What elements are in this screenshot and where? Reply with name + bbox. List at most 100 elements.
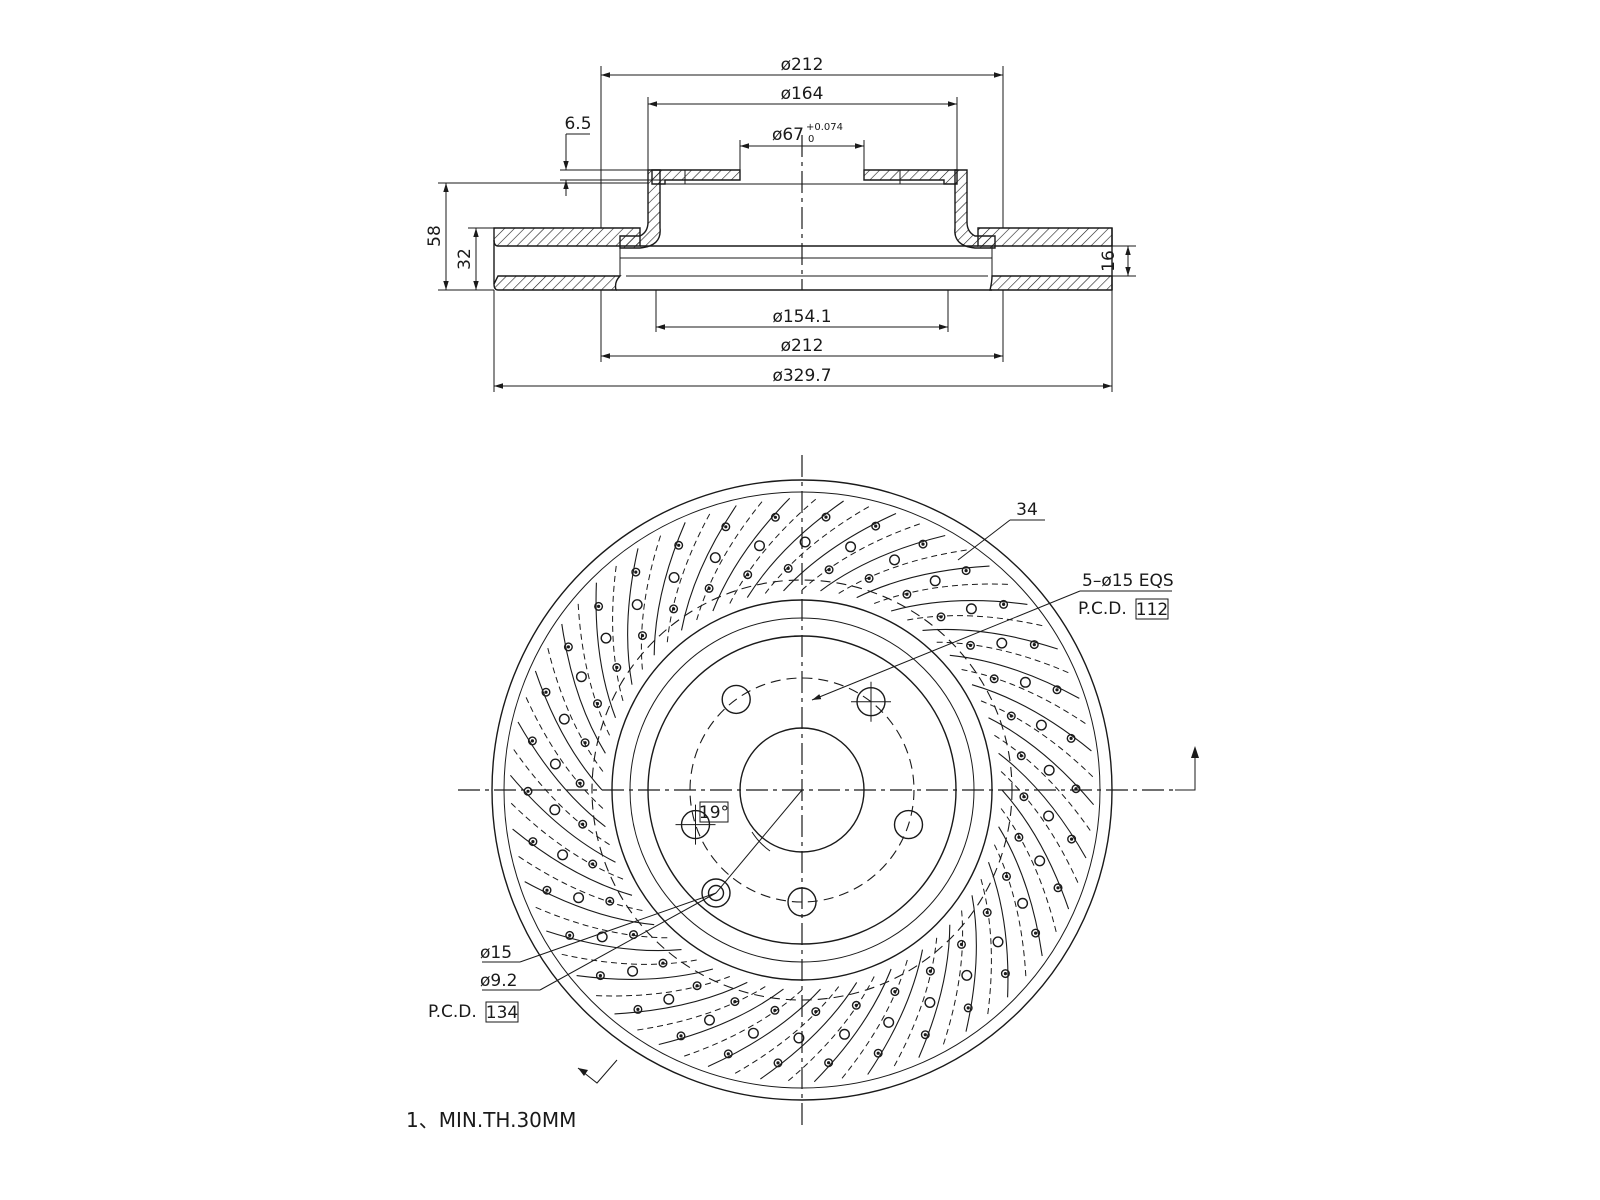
disc-outer-edge — [491, 479, 1113, 1101]
drill-hole-center — [968, 643, 973, 648]
drill-hole-center — [595, 702, 600, 706]
drill-hole — [1043, 810, 1055, 822]
brake-slot — [640, 534, 662, 670]
drill-hole — [773, 1058, 783, 1068]
brake-slot — [696, 500, 764, 621]
brake-slot — [509, 801, 624, 880]
rotor-plate-top-right — [977, 227, 1113, 247]
dim-overall-height: 58 — [425, 225, 445, 247]
drill-hole — [963, 1003, 973, 1013]
drill-hole — [936, 612, 946, 622]
drill-hole-center — [568, 933, 572, 938]
brake-slot — [512, 828, 633, 896]
brake-slot — [534, 906, 668, 939]
brake-slot — [998, 826, 1043, 957]
section-marker-right — [1175, 752, 1196, 791]
drill-hole — [883, 1016, 895, 1028]
dim-bore-diameter: ø67 — [772, 125, 804, 145]
drill-hole-center — [1009, 714, 1013, 718]
bolt-hole-group — [675, 681, 924, 917]
drill-hole-center — [695, 984, 699, 988]
brake-slot — [594, 976, 730, 997]
brake-slot — [918, 924, 951, 1058]
brake-slot — [635, 986, 766, 1031]
brake-slot — [838, 549, 969, 594]
drill-hole-center — [1074, 787, 1078, 791]
drill-hole — [1052, 685, 1062, 695]
drill-hole — [871, 521, 881, 531]
slot-group — [509, 497, 1095, 1083]
drill-hole — [918, 539, 928, 549]
drill-hole-center — [733, 1000, 737, 1004]
brake-slot — [874, 583, 1010, 604]
brake-slot — [801, 522, 922, 591]
drill-hole-center — [867, 576, 871, 581]
drill-hole-center — [631, 933, 636, 937]
brake-slot — [856, 565, 990, 599]
drill-hole — [957, 939, 967, 949]
section-view: ø212 ø164 ø67 +0.074 0 6.5 58 32 16 — [425, 55, 1136, 392]
brake-slot — [595, 582, 617, 718]
dim-hat-diameter: ø164 — [781, 84, 824, 104]
brake-slot — [980, 700, 1095, 779]
brake-slot — [942, 910, 964, 1046]
drill-hole-center — [608, 899, 612, 903]
drill-hole-center — [1069, 736, 1073, 741]
drill-hole — [1034, 855, 1046, 867]
brake-slot — [517, 855, 643, 911]
drill-hole — [1019, 676, 1031, 688]
drill-hole — [627, 965, 639, 977]
drill-hole — [824, 1058, 834, 1068]
brake-slot — [907, 615, 1044, 627]
drill-hole — [557, 849, 569, 861]
brake-slot — [534, 670, 603, 791]
brake-slot — [1000, 808, 1057, 934]
drill-hole-center — [921, 542, 925, 546]
drill-hole-center — [583, 741, 587, 745]
drill-hole — [596, 931, 608, 943]
drill-hole — [925, 966, 935, 976]
brake-slot — [682, 989, 803, 1058]
drill-hole-center — [672, 607, 676, 611]
drill-hole — [658, 958, 668, 968]
bolt-pcd-value: 112 — [1136, 600, 1168, 620]
drill-hole-center — [874, 524, 878, 528]
drill-hole — [902, 589, 912, 599]
brake-slot — [707, 988, 821, 1068]
drill-hole — [824, 565, 834, 575]
drill-hole — [961, 969, 973, 981]
drill-hole-center — [746, 573, 750, 577]
brake-slot — [993, 844, 1027, 978]
brake-slot — [893, 937, 938, 1068]
drill-hole — [1019, 792, 1029, 802]
hat-top-left — [651, 169, 741, 185]
drill-hole — [580, 738, 590, 748]
drill-hole — [982, 908, 992, 918]
drill-hole-center — [661, 961, 665, 965]
dim-disc-diameter: ø329.7 — [772, 366, 831, 386]
face-view: 34 5–ø15 EQS P.C.D. 112 19° ø15 ø9.2 P.C… — [428, 455, 1199, 1130]
brake-slot — [820, 534, 946, 592]
brake-slot — [890, 600, 1028, 612]
center-bore — [739, 727, 865, 853]
brake-slot — [971, 684, 1092, 752]
drill-hole-center — [531, 840, 535, 844]
drill-hole-center — [526, 789, 530, 793]
drill-hole — [924, 997, 936, 1009]
drill-hole — [783, 563, 793, 573]
bolt-circle — [689, 677, 915, 903]
brake-slot — [760, 982, 858, 1080]
drill-hole — [676, 1031, 686, 1041]
drill-hole — [593, 699, 603, 709]
drill-hole — [527, 736, 537, 746]
brake-slot — [922, 628, 1058, 650]
drill-hole-center — [827, 568, 831, 572]
bolt-pcd-label: P.C.D. — [1078, 599, 1127, 619]
drill-hole-center — [1022, 795, 1026, 799]
drill-hole-center — [928, 969, 933, 973]
brake-slot — [813, 968, 892, 1083]
small-pcd-label: P.C.D. — [428, 1002, 477, 1022]
drill-hole-center — [959, 942, 964, 947]
bolt-hole — [721, 684, 751, 715]
brake-slot — [746, 500, 844, 598]
